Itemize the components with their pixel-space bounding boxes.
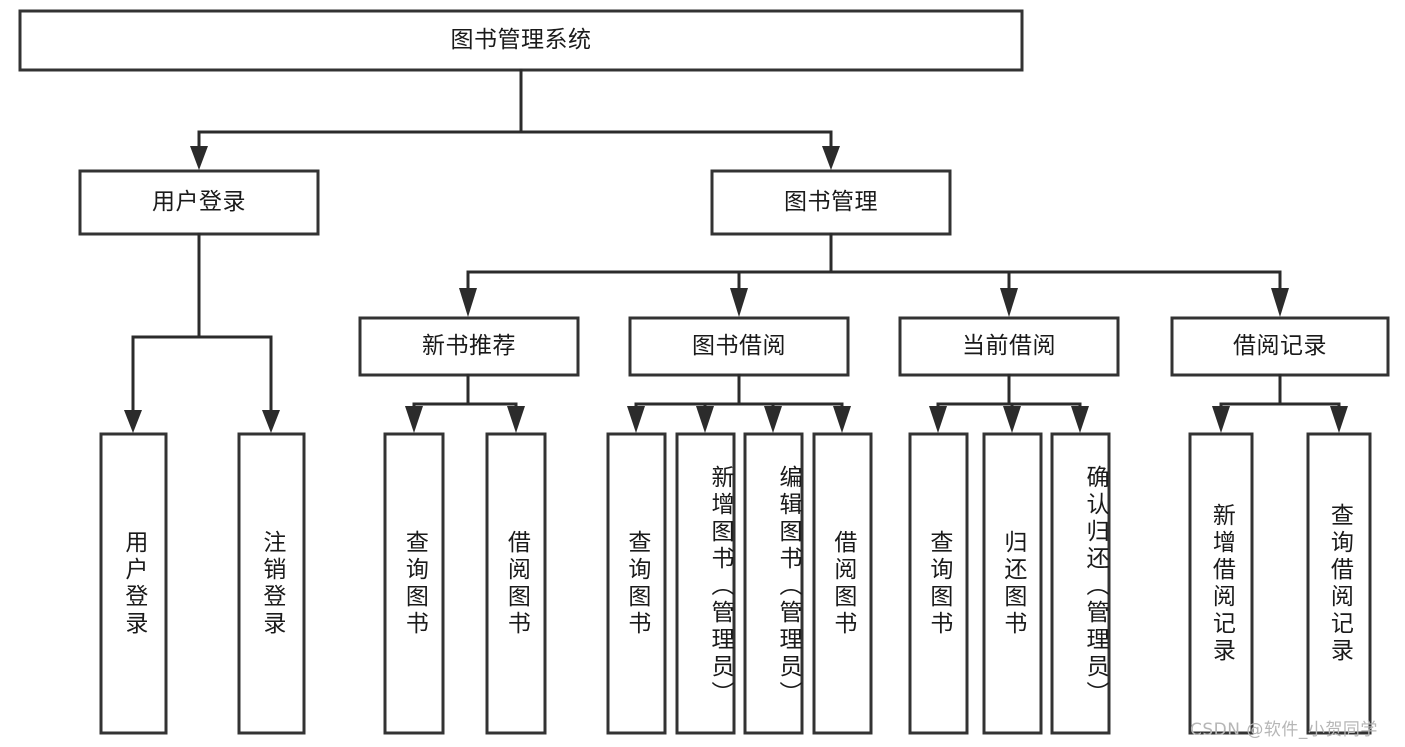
arrow-head-icon [1003, 406, 1021, 433]
arrow-head-icon [190, 146, 208, 170]
arrow-head-icon [507, 406, 525, 433]
node-box-leaf-query-record[interactable] [1306, 432, 1372, 735]
node-box-leaf-confirm-return[interactable] [1050, 432, 1111, 735]
connector-root-to-level2 [190, 68, 840, 170]
node-box-leaf-query-book-rec[interactable] [383, 432, 445, 735]
node-box-leaf-add-book[interactable] [675, 432, 736, 735]
node-box-leaf-add-record[interactable] [1188, 432, 1254, 735]
arrow-head-icon [1330, 406, 1348, 433]
node-box-leaf-borrow-book[interactable] [812, 432, 873, 735]
node-box-current-borrow[interactable] [898, 316, 1120, 377]
node-box-leaf-query-book-borrow[interactable] [606, 432, 667, 735]
node-box-book-borrow[interactable] [628, 316, 850, 377]
arrow-head-icon [730, 288, 748, 317]
arrow-head-icon [764, 406, 782, 433]
arrow-head-icon [1212, 406, 1230, 433]
arrow-head-icon [262, 410, 280, 433]
arrow-head-icon [696, 406, 714, 433]
node-box-leaf-borrow-book-rec[interactable] [485, 432, 547, 735]
node-box-leaf-return-book[interactable] [982, 432, 1043, 735]
connector-user-login-to-leaves [124, 232, 280, 433]
node-box-new-book-rec[interactable] [358, 316, 580, 377]
connector-borrow-record-to-leaves [1212, 373, 1348, 433]
arrow-head-icon [1071, 406, 1089, 433]
node-box-borrow-record[interactable] [1170, 316, 1390, 377]
arrow-head-icon [833, 406, 851, 433]
node-box-user-login[interactable] [78, 169, 320, 236]
arrow-head-icon [627, 406, 645, 433]
arrow-head-icon [929, 406, 947, 433]
node-box-leaf-user-login[interactable] [99, 432, 168, 735]
connector-book-borrow-to-leaves [627, 373, 851, 433]
arrow-head-icon [1000, 288, 1018, 317]
arrow-head-icon [459, 288, 477, 317]
arrow-head-icon [822, 146, 840, 170]
arrow-head-icon [405, 406, 423, 433]
arrow-head-icon [124, 410, 142, 433]
arrow-head-icon [1271, 288, 1289, 317]
node-box-leaf-query-book-current[interactable] [908, 432, 969, 735]
connector-new-book-rec-to-leaves [405, 373, 525, 433]
node-box-leaf-user-logout[interactable] [237, 432, 306, 735]
connector-current-borrow-to-leaves [929, 373, 1089, 433]
node-box-root[interactable] [18, 9, 1024, 72]
node-box-leaf-edit-book[interactable] [743, 432, 804, 735]
node-box-book-manage[interactable] [710, 169, 952, 236]
connector-book-manage-to-level3 [459, 232, 1289, 317]
